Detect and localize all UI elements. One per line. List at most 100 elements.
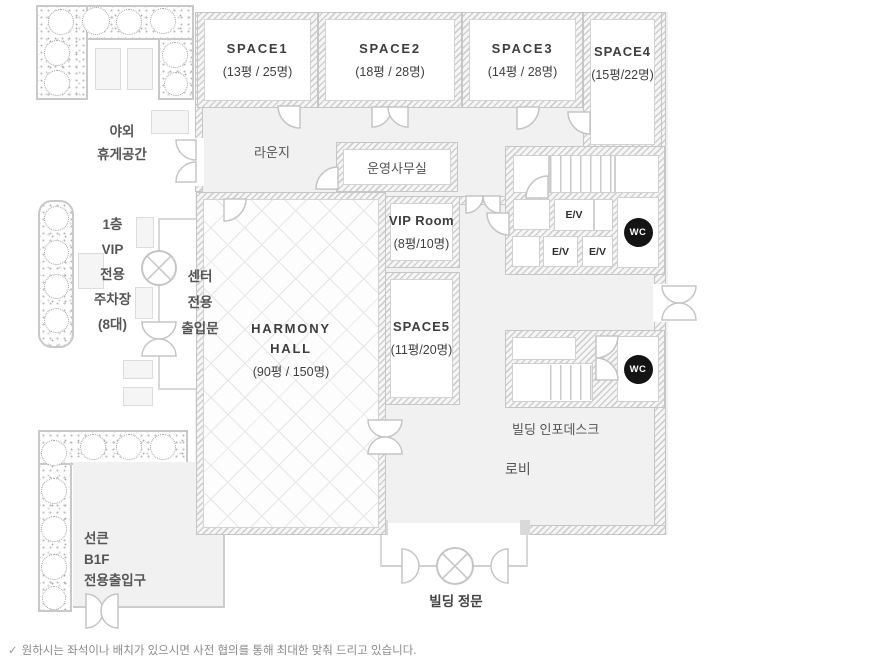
lounge-exterior-double-door-icon: [175, 139, 197, 183]
parking-pad: [136, 217, 154, 248]
tree-icon: [116, 434, 142, 460]
tree-icon: [116, 9, 142, 35]
label-line: 전용출입구: [84, 573, 147, 588]
elevator-room: E/V: [554, 199, 594, 231]
tree-icon: [41, 554, 67, 580]
tree-icon: [41, 516, 67, 542]
room-office: 운영사무실: [336, 142, 458, 192]
label-line: 선큰: [84, 531, 109, 546]
tree-icon: [44, 40, 70, 66]
room-name: SPACE2: [359, 40, 421, 56]
room-vip: VIP Room (8평/10명): [383, 196, 460, 268]
label-line: (8대): [98, 317, 127, 332]
room-name: VIP Room: [388, 212, 455, 228]
tree-icon: [150, 434, 176, 460]
center-entrance-label: 센터 전용 출입문: [177, 264, 223, 342]
tree-icon: [44, 70, 70, 96]
core-room: [513, 199, 550, 230]
footer-note: ✓원하시는 좌석이나 배치가 있으시면 사전 협의를 통해 최대한 맞춰 드리고…: [8, 642, 417, 658]
main-gate-label: 빌딩 정문: [429, 594, 483, 609]
wc-icon: WC: [623, 218, 653, 247]
elevator-room: E/V: [543, 236, 578, 267]
elevator-label: E/V: [589, 245, 606, 258]
room-capacity: (18평 / 28명): [355, 64, 425, 79]
room-capacity: (13평 / 25명): [222, 64, 293, 79]
tree-icon: [41, 440, 67, 466]
core-stair-block: WC: [505, 330, 665, 408]
tree-icon: [44, 240, 69, 265]
stairs-icon: [549, 155, 615, 193]
sunken-entrance-label: 선큰 B1F 전용출입구: [84, 528, 184, 591]
main-gate-vestibule: [380, 523, 528, 567]
infodesk-label: 빌딩 인포데스크: [512, 422, 600, 437]
label-line: 출입문: [181, 321, 219, 336]
vip-parking-label: 1층 VIP 전용 주차장 (8대): [85, 212, 140, 337]
tree-icon: [162, 42, 188, 68]
core-room: [513, 155, 549, 193]
lounge-label: 라운지: [254, 145, 290, 160]
room-harmony-hall: HARMONY HALL (90평 / 150명): [196, 192, 386, 535]
door-gap: [194, 138, 204, 186]
tree-icon: [48, 9, 74, 35]
wc-room: WC: [617, 336, 659, 402]
tree-icon: [44, 206, 69, 231]
room-name: SPACE3: [491, 40, 554, 56]
elevator-label: E/V: [552, 245, 569, 258]
elevator-label: E/V: [565, 209, 583, 221]
core-room: [512, 363, 593, 402]
check-icon: ✓: [8, 645, 18, 657]
room-space4: SPACE4 (15평/22명): [583, 12, 662, 152]
hall-name-line2: HALL: [270, 341, 312, 356]
tree-icon: [41, 478, 67, 504]
core-room: [512, 236, 540, 267]
wc-icon: WC: [623, 354, 653, 384]
room-capacity: (8평/10명): [393, 236, 450, 251]
room-space5: SPACE5 (11평/20명): [383, 272, 460, 405]
bench-pad: [95, 48, 121, 90]
parking-pad: [123, 360, 153, 379]
wc-room: WC: [617, 197, 659, 268]
room-space2: SPACE2 (18평 / 28명): [318, 12, 462, 108]
tree-icon: [80, 434, 106, 460]
tree-icon: [164, 72, 188, 96]
parking-pad: [78, 253, 104, 289]
label-line: 주차장: [93, 292, 132, 307]
room-space1: SPACE1 (13평 / 25명): [197, 12, 318, 108]
tree-icon: [82, 7, 110, 35]
label-line: 야외: [109, 124, 135, 139]
bench-pad: [151, 110, 189, 134]
stairs-icon: [550, 365, 592, 400]
lobby-label: 로비: [505, 461, 531, 477]
label-line: 센터: [187, 269, 213, 284]
label-line: 휴게공간: [97, 147, 147, 162]
elevator-room: E/V: [582, 236, 613, 267]
room-space3: SPACE3 (14평 / 28명): [462, 12, 583, 108]
parking-pad: [123, 387, 153, 406]
room-name: SPACE1: [226, 40, 289, 56]
wall-vip-corridor: [458, 196, 507, 205]
core-room: [594, 199, 613, 231]
wall-cap: [520, 520, 530, 535]
tree-icon: [42, 586, 66, 610]
label-line: 1층: [102, 217, 123, 232]
room-name: 운영사무실: [367, 160, 427, 176]
wall-bottom-lobby: [528, 525, 666, 535]
tree-icon: [44, 308, 69, 333]
tree-icon: [44, 274, 69, 299]
door-gap: [653, 284, 667, 322]
label-line: 전용: [187, 295, 213, 310]
core-room: [615, 155, 659, 193]
footer-text: 원하시는 좌석이나 배치가 있으시면 사전 협의를 통해 최대한 맞춰 드리고 …: [21, 645, 417, 657]
label-line: 전용: [100, 267, 125, 282]
center-entrance-vestibule: [158, 218, 196, 390]
core-room: [512, 337, 576, 360]
room-capacity: (14평 / 28명): [487, 64, 558, 79]
room-capacity: (11평/20명): [390, 343, 453, 357]
hall-name-line1: HARMONY: [251, 321, 331, 336]
outdoor-rest-label: 야외 휴게공간: [72, 120, 172, 166]
label-line: VIP: [101, 242, 124, 257]
tree-icon: [150, 8, 176, 34]
bench-pad: [127, 48, 153, 90]
room-name: SPACE5: [392, 319, 451, 334]
